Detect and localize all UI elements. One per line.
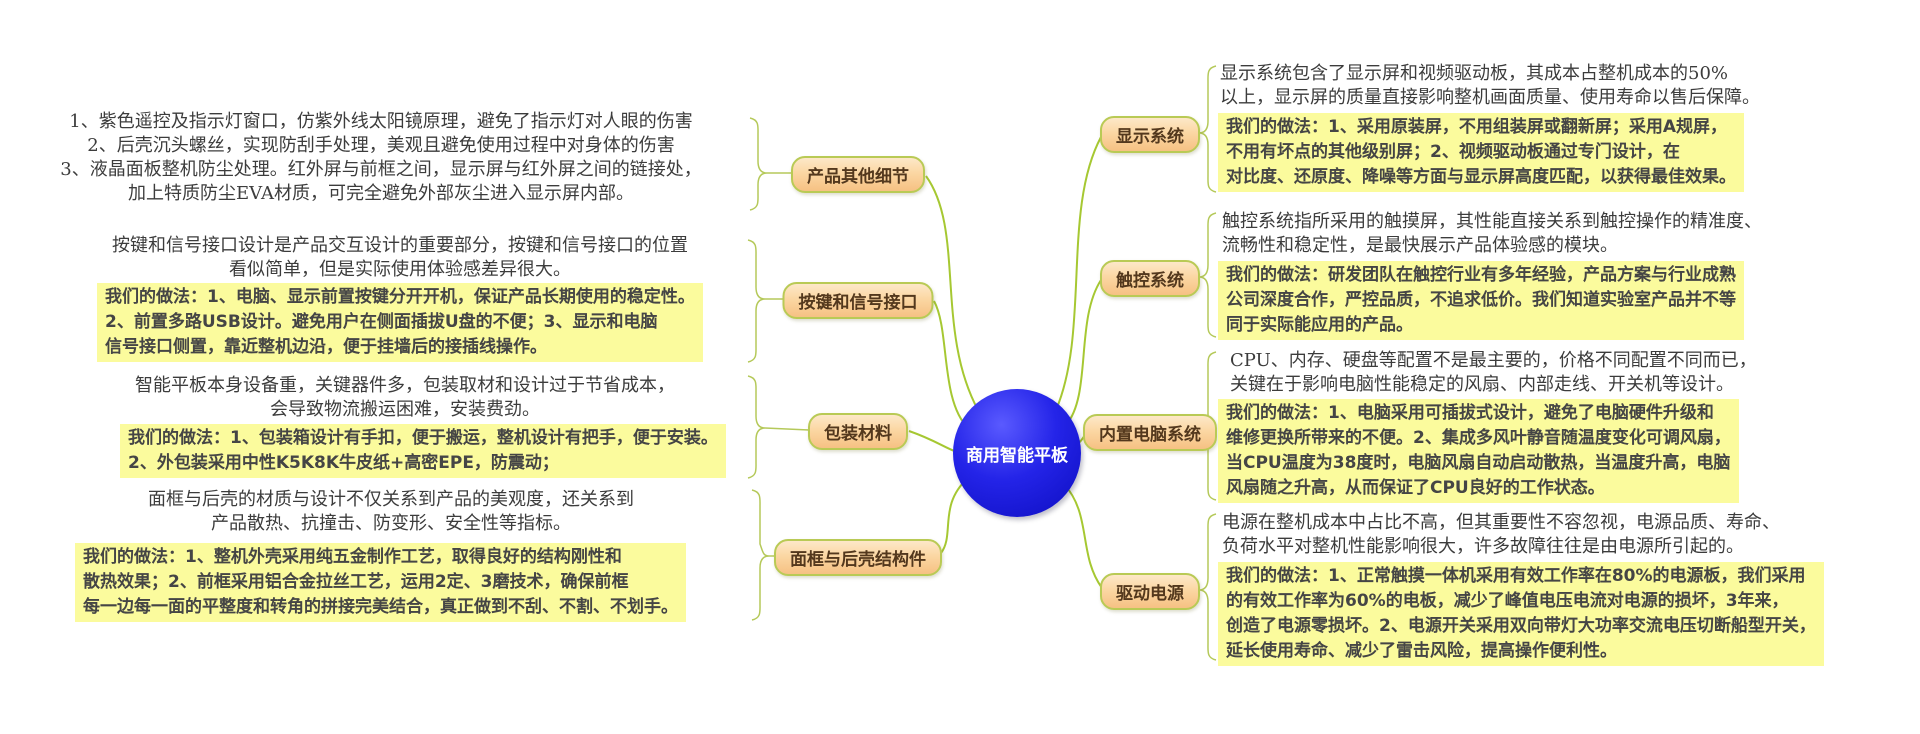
text-line: 的有效工作率为60%的电板，减少了峰值电压电流对电源的损坏，3年来， — [1226, 591, 1789, 611]
practice-buttons-signal-ports[interactable]: 我们的做法：1、电脑、显示前置按键分开开机，保证产品长期使用的稳定性。 2、前置… — [97, 283, 703, 362]
text-line: 2、前置多路USB设计。避免用户在侧面插拔U盘的不便；3、显示和电脑 — [105, 312, 658, 332]
description-drive-power[interactable]: 电源在整机成本中占比不高，但其重要性不容忽视，电源品质、寿命、 负荷水平对整机性… — [1222, 511, 1780, 559]
text-line: 关键在于影响电脑性能稳定的风扇、内部走线、开关机等设计。 — [1230, 374, 1734, 395]
text-line: 我们的做法：1、整机外壳采用纯五金制作工艺，取得良好的结构刚性和 — [83, 547, 622, 567]
branch-node-product-other-details[interactable]: 产品其他细节 — [791, 156, 925, 193]
description-built-in-computer[interactable]: CPU、内存、硬盘等配置不是最主要的，价格不同配置不同而已， 关键在于影响电脑性… — [1230, 349, 1757, 397]
description-touch-system[interactable]: 触控系统指所采用的触摸屏，其性能直接关系到触控操作的精准度、 流畅性和稳定性，是… — [1222, 210, 1762, 258]
branch-node-drive-power[interactable]: 驱动电源 — [1100, 573, 1200, 610]
text-line: 3、液晶面板整机防尘处理。红外屏与前框之间，显示屏与红外屏之间的链接处， — [60, 159, 702, 180]
practice-drive-power[interactable]: 我们的做法：1、正常触摸一体机采用有效工作率在80%的电源板，我们采用 的有效工… — [1218, 562, 1824, 666]
practice-built-in-computer[interactable]: 我们的做法：1、电脑采用可插拔式设计，避免了电脑硬件升级和 维修更换所带来的不便… — [1218, 399, 1739, 503]
text-line: 信号接口侧置，靠近整机边沿，便于挂墙后的接插线操作。 — [105, 337, 547, 357]
text-line: 面框与后壳的材质与设计不仅关系到产品的美观度，还关系到 — [148, 489, 634, 510]
text-line: 产品散热、抗撞击、防变形、安全性等指标。 — [211, 513, 571, 534]
description-product-other-details[interactable]: 1、紫色遥控及指示灯窗口，仿紫外线太阳镜原理，避免了指示灯对人眼的伤害 2、后壳… — [15, 110, 747, 206]
branch-node-frame-back-shell[interactable]: 面框与后壳结构件 — [774, 539, 942, 576]
text-line: 我们的做法：1、电脑、显示前置按键分开开机，保证产品长期使用的稳定性。 — [105, 287, 695, 307]
text-line: 负荷水平对整机性能影响很大，许多故障往往是由电源所引起的。 — [1222, 536, 1744, 557]
text-line: 公司深度合作，严控品质，不追求低价。我们知道实验室产品并不等 — [1226, 290, 1736, 310]
text-line: 我们的做法：1、电脑采用可插拔式设计，避免了电脑硬件升级和 — [1226, 403, 1714, 423]
text-line: 电源在整机成本中占比不高，但其重要性不容忽视，电源品质、寿命、 — [1222, 512, 1780, 533]
text-line: 我们的做法：1、包装箱设计有手扣，便于搬运，整机设计有把手，便于安装。 — [128, 428, 718, 448]
text-line: 看似简单，但是实际使用体验感差异很大。 — [229, 259, 571, 280]
text-line: 以上，显示屏的质量直接影响整机画面质量、使用寿命以售后保障。 — [1220, 87, 1760, 108]
practice-frame-back-shell[interactable]: 我们的做法：1、整机外壳采用纯五金制作工艺，取得良好的结构刚性和 散热效果；2、… — [75, 543, 686, 622]
description-display-system[interactable]: 显示系统包含了显示屏和视频驱动板，其成本占整机成本的50% 以上，显示屏的质量直… — [1220, 62, 1760, 110]
description-packaging-materials[interactable]: 智能平板本身设备重，关键器件多，包装取材和设计过于节省成本， 会导致物流搬运困难… — [95, 374, 715, 422]
text-line: 触控系统指所采用的触摸屏，其性能直接关系到触控操作的精准度、 — [1222, 211, 1762, 232]
text-line: 我们的做法：1、采用原装屏，不用组装屏或翻新屏；采用A规屏， — [1226, 117, 1727, 137]
text-line: 创造了电源零损坏。2、电源开关采用双向带灯大功率交流电压切断船型开关， — [1226, 616, 1816, 636]
text-line: 对比度、还原度、降噪等方面与显示屏高度匹配，以获得最佳效果。 — [1226, 167, 1736, 187]
text-line: 显示系统包含了显示屏和视频驱动板，其成本占整机成本的50% — [1220, 63, 1729, 84]
description-buttons-signal-ports[interactable]: 按键和信号接口设计是产品交互设计的重要部分，按键和信号接口的位置 看似简单，但是… — [55, 234, 745, 282]
text-line: 我们的做法：1、正常触摸一体机采用有效工作率在80%的电源板，我们采用 — [1226, 566, 1806, 586]
text-line: 维修更换所带来的不便。2、集成多风叶静音随温度变化可调风扇， — [1226, 428, 1731, 448]
text-line: 我们的做法：研发团队在触控行业有多年经验，产品方案与行业成熟 — [1226, 265, 1736, 285]
text-line: 2、后壳沉头螺丝，实现防刮手处理，美观且避免使用过程中对身体的伤害 — [87, 135, 675, 156]
branch-node-built-in-computer[interactable]: 内置电脑系统 — [1083, 414, 1217, 451]
central-topic[interactable]: 商用智能平板 — [953, 389, 1081, 517]
text-line: 风扇随之升高，从而保证了CPU良好的工作状态。 — [1226, 478, 1605, 498]
text-line: 流畅性和稳定性，是最快展示产品体验感的模块。 — [1222, 235, 1618, 256]
description-frame-back-shell[interactable]: 面框与后壳的材质与设计不仅关系到产品的美观度，还关系到 产品散热、抗撞击、防变形… — [85, 488, 697, 536]
branch-node-packaging-materials[interactable]: 包装材料 — [808, 413, 908, 450]
text-line: 当CPU温度为38度时，电脑风扇自动启动散热，当温度升高，电脑 — [1226, 453, 1731, 473]
text-line: CPU、内存、硬盘等配置不是最主要的，价格不同配置不同而已， — [1230, 350, 1757, 371]
text-line: 2、外包装采用中性K5K8K牛皮纸+高密EPE，防震动； — [128, 453, 559, 473]
text-line: 同于实际能应用的产品。 — [1226, 315, 1413, 335]
text-line: 不用有坏点的其他级别屏；2、视频驱动板通过专门设计，在 — [1226, 142, 1680, 162]
branch-node-display-system[interactable]: 显示系统 — [1100, 116, 1200, 153]
practice-packaging-materials[interactable]: 我们的做法：1、包装箱设计有手扣，便于搬运，整机设计有把手，便于安装。 2、外包… — [120, 424, 726, 478]
branch-node-buttons-signal-ports[interactable]: 按键和信号接口 — [782, 282, 934, 319]
text-line: 按键和信号接口设计是产品交互设计的重要部分，按键和信号接口的位置 — [112, 235, 688, 256]
text-line: 智能平板本身设备重，关键器件多，包装取材和设计过于节省成本， — [135, 375, 675, 396]
branch-node-touch-system[interactable]: 触控系统 — [1100, 260, 1200, 297]
practice-display-system[interactable]: 我们的做法：1、采用原装屏，不用组装屏或翻新屏；采用A规屏， 不用有坏点的其他级… — [1218, 113, 1744, 192]
practice-touch-system[interactable]: 我们的做法：研发团队在触控行业有多年经验，产品方案与行业成熟 公司深度合作，严控… — [1218, 261, 1744, 340]
text-line: 每一边每一面的平整度和转角的拼接完美结合，真正做到不刮、不割、不划手。 — [83, 597, 678, 617]
text-line: 会导致物流搬运困难，安装费劲。 — [270, 399, 540, 420]
text-line: 1、紫色遥控及指示灯窗口，仿紫外线太阳镜原理，避免了指示灯对人眼的伤害 — [69, 111, 693, 132]
text-line: 散热效果；2、前框采用铝合金拉丝工艺，运用2定、3磨技术，确保前框 — [83, 572, 629, 592]
text-line: 延长使用寿命、减少了雷击风险，提高操作便利性。 — [1226, 641, 1617, 661]
text-line: 加上特质防尘EVA材质，可完全避免外部灰尘进入显示屏内部。 — [128, 183, 634, 204]
